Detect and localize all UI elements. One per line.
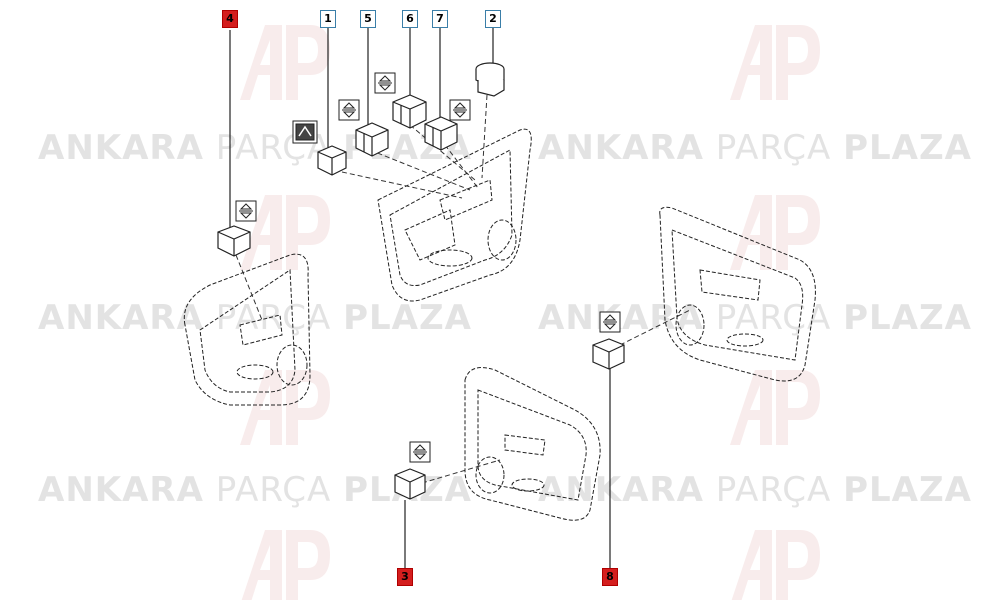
watermark-text: ANKARA PARÇA PLAZA bbox=[38, 470, 471, 510]
callout-4: 4 bbox=[222, 10, 238, 28]
watermark-text: ANKARA PARÇA PLAZA bbox=[538, 128, 972, 168]
callout-8: 8 bbox=[602, 568, 618, 586]
window-up-down-icon bbox=[338, 99, 360, 121]
watermark-text: ANKARA PARÇA PLAZA bbox=[38, 298, 472, 338]
watermark-row: ANKARA PARÇA PLAZA ANKARA PARÇA PLAZA bbox=[0, 128, 1000, 168]
watermark-logo-icon bbox=[730, 25, 820, 100]
door-panel-front bbox=[377, 128, 532, 302]
switch-part-4 bbox=[217, 225, 251, 257]
switch-part-6 bbox=[392, 94, 427, 129]
watermark-logo-icon bbox=[241, 530, 330, 600]
window-up-down-icon bbox=[235, 200, 257, 222]
callout-6: 6 bbox=[402, 10, 418, 28]
watermark-text: ANKARA PARÇA PLAZA bbox=[538, 470, 972, 510]
window-up-down-icon bbox=[449, 99, 471, 121]
watermark-logo-icon bbox=[730, 195, 820, 270]
mirror-adjust-icon bbox=[292, 120, 318, 144]
switch-part-2 bbox=[475, 62, 505, 97]
watermark-row: ANKARA PARÇA PLAZA ANKARA PARÇA PLAZA bbox=[0, 470, 1000, 510]
watermark-logo-icon bbox=[240, 195, 330, 270]
switch-part-5 bbox=[355, 122, 389, 157]
door-panel-rear-right bbox=[659, 206, 816, 382]
door-panel-left bbox=[183, 253, 311, 406]
watermark-logo-icon bbox=[731, 530, 820, 600]
callout-1: 1 bbox=[320, 10, 336, 28]
watermark-logo-icon bbox=[730, 370, 820, 445]
callout-5: 5 bbox=[360, 10, 376, 28]
callout-2: 2 bbox=[485, 10, 501, 28]
door-panel-rear-bottom bbox=[464, 367, 601, 521]
window-up-down-icon bbox=[409, 441, 431, 463]
switch-part-7 bbox=[424, 116, 458, 151]
window-up-down-icon bbox=[374, 72, 396, 94]
switch-part-3 bbox=[394, 468, 426, 500]
window-up-down-icon bbox=[599, 311, 621, 333]
watermark-logo-icon bbox=[240, 370, 330, 445]
callout-7: 7 bbox=[432, 10, 448, 28]
switch-part-1 bbox=[317, 145, 347, 176]
dashed-assembly-lines bbox=[235, 94, 691, 484]
watermark-logo-icon bbox=[240, 25, 330, 100]
callout-3: 3 bbox=[397, 568, 413, 586]
leader-lines bbox=[229, 28, 611, 568]
switch-part-8 bbox=[592, 338, 625, 370]
